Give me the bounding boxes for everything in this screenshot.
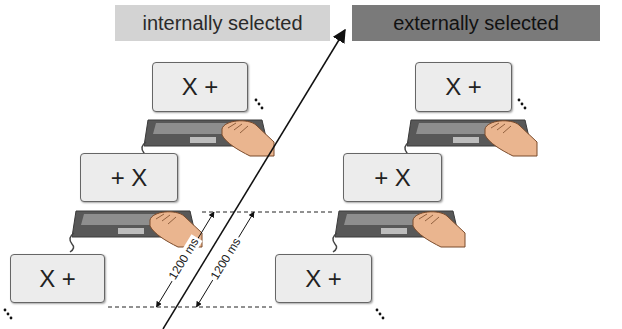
- duration-label: 1200 ms: [207, 234, 244, 283]
- node-text: externally selected: [393, 12, 559, 35]
- node-text: X +: [39, 265, 76, 293]
- screen-box: X +: [152, 62, 248, 112]
- node-text: X +: [445, 73, 482, 101]
- time-axis: [163, 30, 345, 329]
- header-band: externally selected: [352, 5, 600, 41]
- node-text: X +: [182, 73, 219, 101]
- header-band: internally selected: [115, 5, 330, 41]
- screen-box: X +: [415, 62, 512, 112]
- continuation-dots: [4, 99, 527, 320]
- node-text: X +: [305, 265, 342, 293]
- node-text: + X: [374, 164, 411, 192]
- screen-box: X +: [275, 254, 372, 303]
- screen-box: X +: [10, 254, 105, 303]
- keyboard-hand: [70, 120, 537, 252]
- screen-box: + X: [343, 153, 442, 202]
- duration-arrow: [156, 212, 254, 307]
- screen-box: + X: [80, 153, 178, 202]
- node-text: + X: [111, 164, 148, 192]
- node-text: internally selected: [142, 12, 302, 35]
